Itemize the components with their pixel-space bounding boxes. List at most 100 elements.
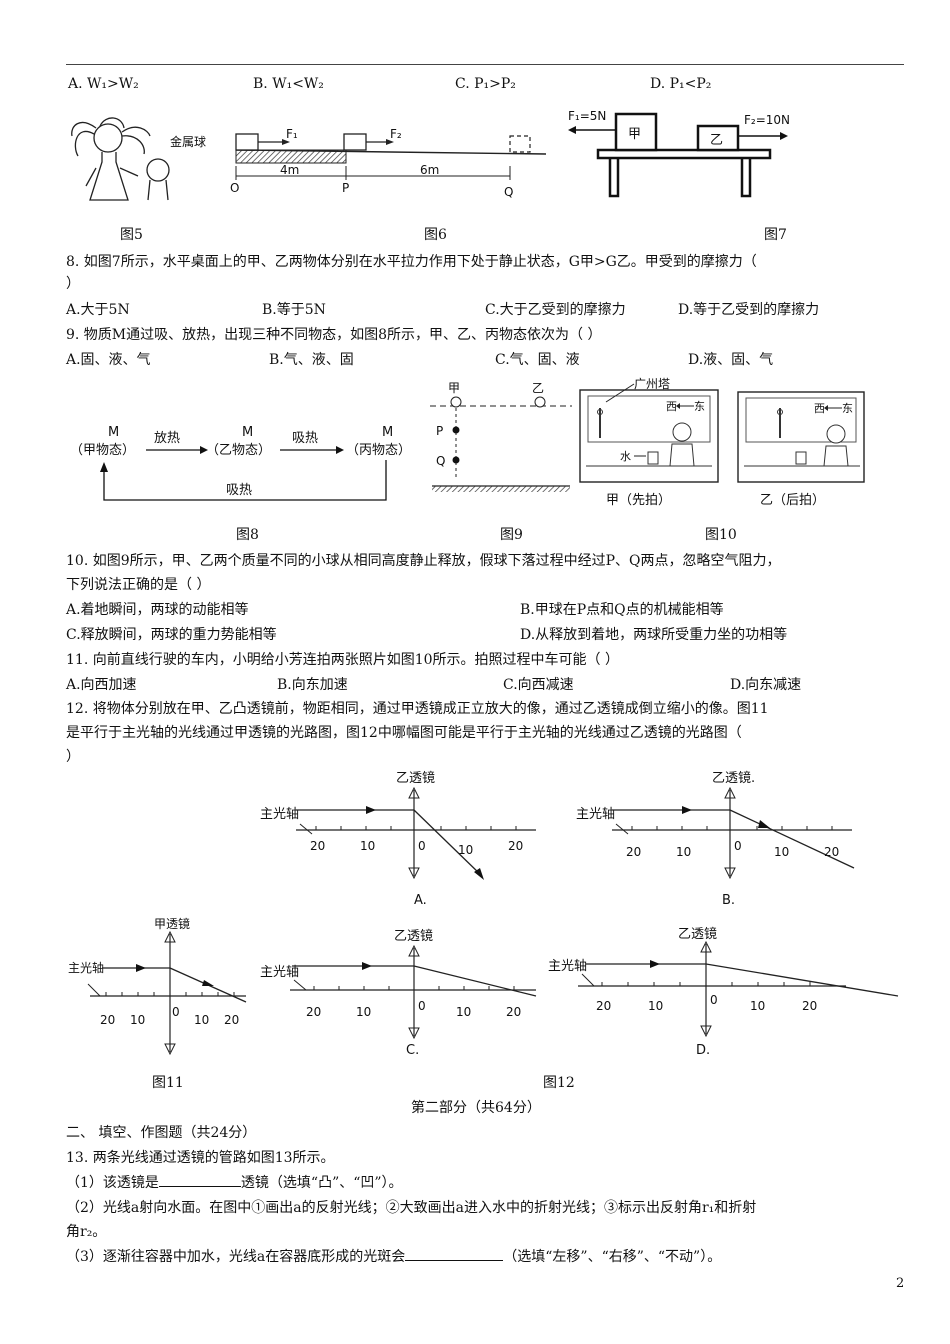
lens-c-tick-3: 0 bbox=[418, 999, 426, 1013]
q11-option-a: A.向西加速 bbox=[66, 677, 137, 693]
lens-diagram-c: 乙透镜 主光轴 20 10 0 10 20 C. bbox=[260, 929, 537, 1058]
fig10-east1: 东 bbox=[694, 400, 705, 413]
q10-option-c: C.释放瞬间，两球的重力势能相等 bbox=[66, 627, 277, 643]
lens-b-tick-2: 10 bbox=[676, 845, 691, 859]
part-two-heading: 第二部分（共64分） bbox=[411, 1100, 541, 1116]
fig10-photo2: 乙（后拍） bbox=[760, 493, 825, 508]
fig6-p: P bbox=[342, 181, 349, 195]
fig11-caption: 图11 bbox=[152, 1075, 184, 1091]
q8-option-d: D.等于乙受到的摩擦力 bbox=[678, 302, 820, 318]
figure-10: 广州塔 西 东 水 甲（先拍） 西 东 乙（后拍） bbox=[579, 377, 865, 508]
lens-d-tick-1: 20 bbox=[596, 999, 611, 1013]
q12-text2: 是平行于主光轴的光线通过甲透镜的光路图，图12中哪幅图可能是平行于主光轴的光线通… bbox=[66, 725, 742, 741]
lens-b-title: 乙透镜. bbox=[712, 771, 755, 786]
q13-part1-blank[interactable] bbox=[158, 1186, 241, 1187]
fig8-m2: M bbox=[242, 425, 253, 440]
fig10-caption: 图10 bbox=[705, 527, 737, 543]
q13-part1: （1）该透镜是 透镜（选填“凸”、“凹”）。 bbox=[66, 1172, 403, 1192]
lens-b-tick-5: 20 bbox=[824, 845, 839, 859]
q10-text2: 下列说法正确的是（ ） bbox=[66, 577, 211, 593]
q7-option-c: C. P₁>P₂ bbox=[455, 76, 516, 92]
fig10-photo1: 甲（先拍） bbox=[606, 493, 671, 508]
fig6-d2: 6m bbox=[420, 163, 439, 177]
fig6-o: O bbox=[230, 181, 239, 195]
fig11-axis-label: 主光轴 bbox=[68, 960, 104, 975]
q7-option-d: D. P₁<P₂ bbox=[650, 76, 712, 92]
fig9-caption: 图9 bbox=[500, 527, 523, 543]
figure-8: M （甲物态） M （乙物态） M （丙物态） 放热 吸热 吸热 bbox=[70, 425, 411, 501]
fig8-state1: （甲物态） bbox=[70, 443, 135, 458]
q13-part3-blank[interactable] bbox=[405, 1260, 504, 1261]
fig11-tick-5: 20 bbox=[224, 1013, 239, 1027]
fig9-yi: 乙 bbox=[532, 381, 544, 395]
lens-d-tick-3: 0 bbox=[710, 993, 718, 1007]
q13-part1-prefix: （1）该透镜是 bbox=[66, 1175, 159, 1191]
q8-text: 8. 如图7所示，水平桌面上的甲、乙两物体分别在水平拉力作用下处于静止状态，G甲… bbox=[66, 254, 757, 270]
fig7-f1: F₁=5N bbox=[568, 109, 606, 123]
fig8-arrow2: 吸热 bbox=[292, 431, 318, 446]
fig9-q: Q bbox=[436, 454, 445, 468]
q12-text: 12. 将物体分别放在甲、乙凸透镜前，物距相同，通过甲透镜成正立放大的像，通过乙… bbox=[66, 701, 769, 717]
figure-5: 金属球 bbox=[71, 117, 206, 201]
lens-c-axis-label: 主光轴 bbox=[260, 965, 299, 980]
lens-c-tick-2: 10 bbox=[356, 1005, 371, 1019]
lens-b-tick-4: 10 bbox=[774, 845, 789, 859]
q8-text2: ） bbox=[66, 276, 80, 292]
fig12-caption: 图12 bbox=[543, 1075, 575, 1091]
lens-a-tick-4: 10 bbox=[458, 843, 473, 857]
q11-option-b: B.向东加速 bbox=[277, 677, 348, 693]
figure-6: F₁ F₂ O P Q 4m 6m bbox=[230, 127, 547, 199]
lens-a-tick-3: 0 bbox=[418, 839, 426, 853]
q9-option-c: C.气、固、液 bbox=[495, 352, 580, 368]
q10-option-d: D.从释放到着地，两球所受重力坐的功相等 bbox=[520, 627, 788, 643]
figure-9: 甲 乙 P Q bbox=[430, 381, 572, 492]
q8-option-a: A.大于5N bbox=[66, 302, 130, 318]
lens-d-title: 乙透镜 bbox=[678, 927, 717, 942]
fig6-f1: F₁ bbox=[286, 127, 298, 141]
fig10-east2: 东 bbox=[842, 402, 853, 415]
fig8-caption: 图8 bbox=[236, 527, 259, 543]
lens-c-label: C. bbox=[406, 1043, 419, 1058]
q9-text: 9. 物质M通过吸、放热，出现三种不同物态，如图8所示，甲、乙、丙物态依次为（ … bbox=[66, 327, 602, 343]
q10-text: 10. 如图9所示，甲、乙两个质量不同的小球从相同高度静止释放，假球下落过程中经… bbox=[66, 553, 781, 569]
q12-text3: ） bbox=[66, 749, 80, 765]
top-rule bbox=[66, 64, 904, 65]
fig10-west2: 西 bbox=[814, 402, 825, 415]
figure-11-lens: 甲透镜 主光轴 20 10 0 10 20 bbox=[68, 916, 247, 1056]
q11-option-d: D.向东减速 bbox=[730, 677, 802, 693]
lens-b-label: B. bbox=[722, 893, 735, 908]
fig9-jia: 甲 bbox=[448, 381, 460, 395]
q13-text: 13. 两条光线通过透镜的管路如图13所示。 bbox=[66, 1150, 335, 1166]
q7-option-b: B. W₁<W₂ bbox=[253, 76, 324, 92]
fig6-d1: 4m bbox=[280, 163, 299, 177]
q13-part3-prefix: （3）逐渐往容器中加水，光线a在容器底形成的光斑会 bbox=[66, 1249, 406, 1265]
page-number: 2 bbox=[896, 1276, 905, 1291]
q9-option-d: D.液、固、气 bbox=[688, 352, 774, 368]
q11-text: 11. 向前直线行驶的车内，小明给小芳连拍两张照片如图10所示。拍照过程中车可能… bbox=[66, 652, 619, 668]
fig10-tower: 广州塔 bbox=[634, 377, 670, 391]
lens-a-label: A. bbox=[414, 893, 427, 908]
fig10-west1: 西 bbox=[666, 400, 677, 413]
q9-option-b: B.气、液、固 bbox=[269, 352, 354, 368]
lens-d-tick-4: 10 bbox=[750, 999, 765, 1013]
q10-option-a: A.着地瞬间，两球的动能相等 bbox=[66, 602, 249, 618]
fig7-yi: 乙 bbox=[710, 133, 723, 148]
fig11-tick-1: 20 bbox=[100, 1013, 115, 1027]
q13-part1-suffix: 透镜（选填“凸”、“凹”）。 bbox=[240, 1175, 403, 1191]
q7-option-a: A. W₁>W₂ bbox=[68, 76, 139, 92]
q8-option-c: C.大于乙受到的摩擦力 bbox=[485, 302, 626, 318]
fig5-caption: 图5 bbox=[120, 227, 143, 243]
fig6-q: Q bbox=[504, 185, 513, 199]
lens-diagram-b: 乙透镜. 主光轴 20 10 0 10 20 B. bbox=[576, 771, 855, 908]
fig8-state3: （丙物态） bbox=[346, 443, 411, 458]
fig11-tick-3: 0 bbox=[172, 1005, 180, 1019]
fig5-ball-label: 金属球 bbox=[170, 134, 206, 149]
lens-b-tick-1: 20 bbox=[626, 845, 641, 859]
fig7-caption: 图7 bbox=[764, 227, 787, 243]
fig11-tick-2: 10 bbox=[130, 1013, 145, 1027]
fig10-water: 水 bbox=[620, 450, 631, 463]
lens-d-label: D. bbox=[696, 1043, 710, 1058]
lens-diagram-a: 乙透镜 主光轴 20 10 0 10 20 A. bbox=[260, 771, 536, 908]
lens-d-tick-2: 10 bbox=[648, 999, 663, 1013]
q13-part2-cont: 角r₂。 bbox=[66, 1224, 107, 1240]
